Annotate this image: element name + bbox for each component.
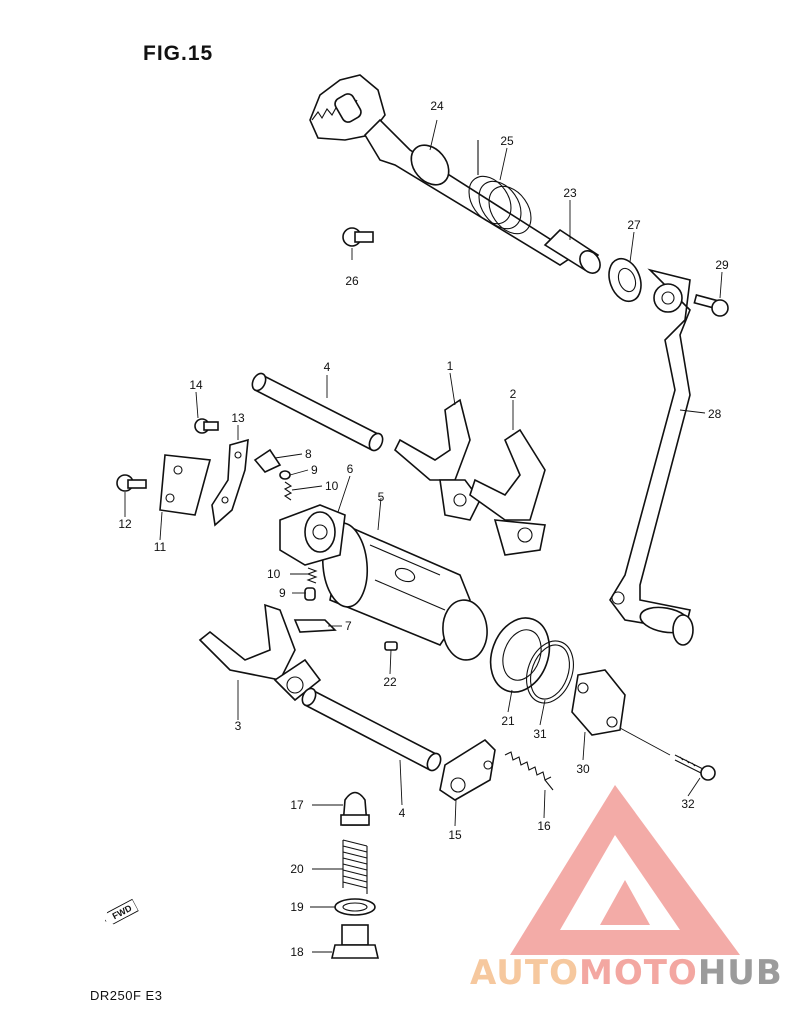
callout-8: 8 xyxy=(305,447,312,461)
plug-18 xyxy=(330,924,380,959)
washer-21 xyxy=(489,617,551,693)
callout-4-upper: 4 xyxy=(324,360,331,374)
watermark-logo xyxy=(510,785,740,955)
bolt-26 xyxy=(342,227,374,247)
callout-11: 11 xyxy=(154,540,167,554)
model-code: DR250F E3 xyxy=(90,988,163,1003)
callout-5: 5 xyxy=(378,490,385,504)
watermark-auto: AUTO xyxy=(470,953,579,993)
callout-32: 32 xyxy=(681,797,695,811)
screw-14 xyxy=(194,418,219,434)
callout-21: 21 xyxy=(501,714,515,728)
spring-16 xyxy=(504,751,554,791)
callout-13: 13 xyxy=(231,411,245,425)
watermark-moto: MOTO xyxy=(578,953,698,993)
callout-24: 24 xyxy=(430,99,444,113)
oil-seal-27 xyxy=(608,257,642,303)
fork-shaft-lower xyxy=(301,687,442,772)
bolt-29 xyxy=(693,294,729,317)
shift-fork-1 xyxy=(394,398,481,521)
cam-stopper-7 xyxy=(293,619,337,633)
callout-16: 16 xyxy=(537,819,551,833)
cam-stopper-8 xyxy=(253,448,282,473)
pin-9-upper xyxy=(279,470,291,480)
callout-23: 23 xyxy=(563,186,577,200)
shift-fork-2 xyxy=(469,428,546,556)
screw-12 xyxy=(116,474,147,492)
bolt-32 xyxy=(674,754,716,781)
o-ring-31 xyxy=(526,640,574,704)
spring-20 xyxy=(342,839,368,894)
spring-10-lower xyxy=(306,567,318,584)
cam-guide-11 xyxy=(159,454,212,516)
callout-10-upper: 10 xyxy=(325,479,339,493)
gear-shift-cam-5 xyxy=(321,522,488,661)
callout-4-lower: 4 xyxy=(399,806,406,820)
callout-6: 6 xyxy=(347,462,354,476)
callout-17: 17 xyxy=(290,798,304,812)
shift-fork-3 xyxy=(198,603,322,702)
callout-28: 28 xyxy=(708,407,722,421)
spring-10-upper xyxy=(283,481,293,501)
callout-29: 29 xyxy=(715,258,729,272)
callout-7: 7 xyxy=(345,619,352,633)
leader-lines xyxy=(124,119,723,953)
callout-26: 26 xyxy=(345,274,359,288)
callout-19: 19 xyxy=(290,900,304,914)
gearshift-lever-28 xyxy=(609,268,694,646)
callout-2: 2 xyxy=(510,387,517,401)
watermark-hub: HUB xyxy=(697,953,783,993)
cam-driven-gear-6 xyxy=(279,504,346,566)
callout-9-upper: 9 xyxy=(311,463,318,477)
fork-shaft-upper xyxy=(251,372,384,452)
gearshift-shaft-assembly xyxy=(309,74,601,274)
cover-30 xyxy=(571,669,626,736)
callout-30: 30 xyxy=(576,762,590,776)
callout-1: 1 xyxy=(447,359,454,373)
pin-9-lower xyxy=(304,587,316,601)
pin-22 xyxy=(384,641,398,651)
callout-3: 3 xyxy=(235,719,242,733)
callout-27: 27 xyxy=(627,218,641,232)
plate-15 xyxy=(439,738,496,801)
callout-numbers: 24 25 23 26 27 29 28 4 1 2 14 13 12 11 8… xyxy=(118,99,729,959)
callout-15: 15 xyxy=(448,828,462,842)
callout-10-lower: 10 xyxy=(267,567,281,581)
watermark-brand: AUTOMOTOHUB xyxy=(470,953,783,993)
callout-9-lower: 9 xyxy=(279,586,286,600)
callout-14: 14 xyxy=(189,378,203,392)
pawl-lifter-13 xyxy=(211,438,249,527)
neutral-cam-17 xyxy=(340,791,370,826)
washer-19 xyxy=(334,898,376,916)
callout-22: 22 xyxy=(383,675,397,689)
callout-25: 25 xyxy=(500,134,514,148)
figure-title: FIG.15 xyxy=(143,42,214,65)
callout-12: 12 xyxy=(118,517,132,531)
callout-20: 20 xyxy=(290,862,304,876)
callout-18: 18 xyxy=(290,945,304,959)
callout-31: 31 xyxy=(533,727,547,741)
